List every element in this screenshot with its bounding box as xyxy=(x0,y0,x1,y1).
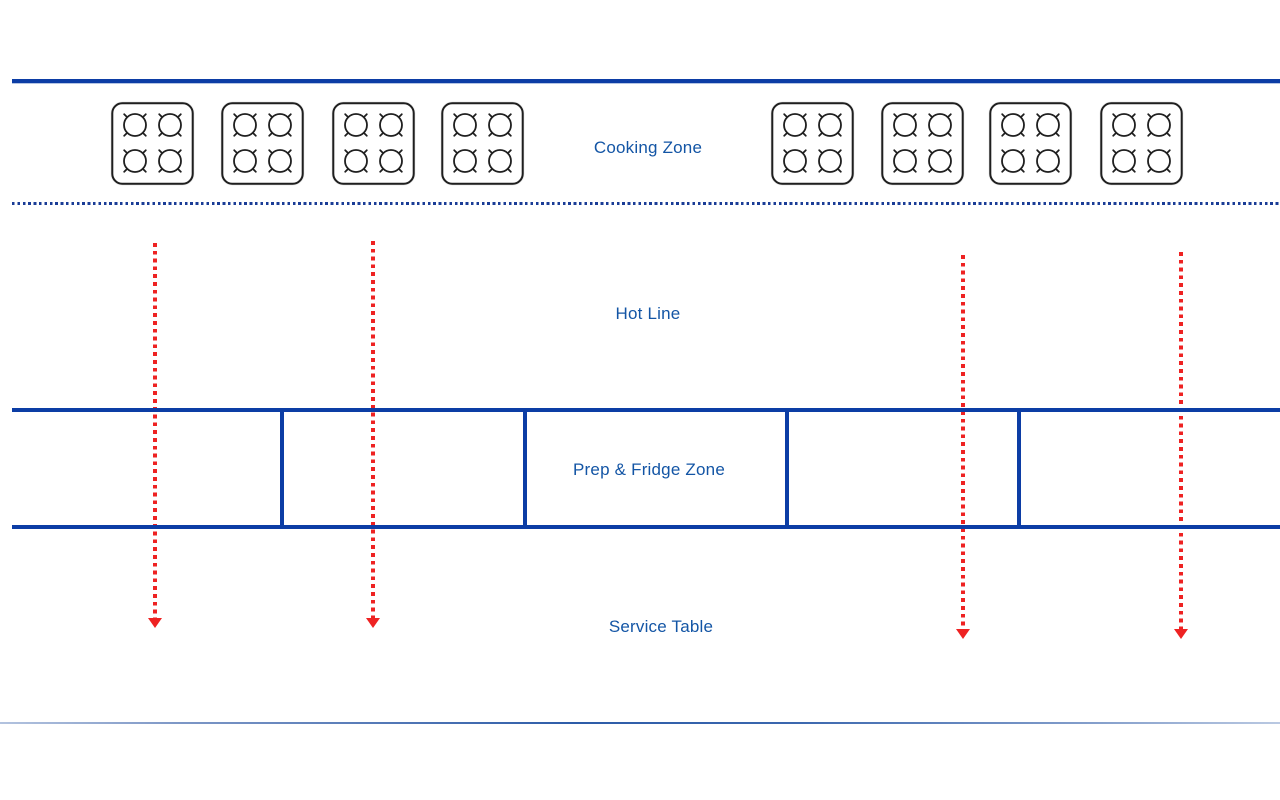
cooking-zone-label: Cooking Zone xyxy=(593,138,703,157)
stove-icon xyxy=(221,102,304,190)
hot-line-label: Hot Line xyxy=(615,304,681,323)
stove-icon xyxy=(1100,102,1183,190)
stove-icon xyxy=(771,102,854,190)
stove-icon xyxy=(441,102,524,190)
prep-zone-divider xyxy=(785,408,789,529)
floor-edge-line xyxy=(0,722,1280,724)
service-table-label: Service Table xyxy=(608,617,714,636)
cooking-zone-boundary-dotted-line xyxy=(12,202,1280,205)
prep-fridge-zone-label: Prep & Fridge Zone xyxy=(573,460,725,479)
arrow-head-icon xyxy=(366,618,380,628)
stove-icon xyxy=(881,102,964,190)
prep-zone-divider xyxy=(1017,408,1021,529)
cooking-zone-wall-line xyxy=(12,79,1280,83)
stove-icon xyxy=(989,102,1072,190)
stove-icon xyxy=(332,102,415,190)
prep-zone-divider xyxy=(523,408,527,529)
flow-arrow xyxy=(1174,252,1188,639)
flow-arrow xyxy=(956,255,970,639)
arrow-head-icon xyxy=(148,618,162,628)
arrow-head-icon xyxy=(1174,629,1188,639)
prep-zone-divider xyxy=(280,408,284,529)
flow-arrow xyxy=(148,243,162,628)
stove-icon xyxy=(111,102,194,190)
prep-zone-bottom-line xyxy=(12,525,1280,529)
arrow-head-icon xyxy=(956,629,970,639)
prep-zone-top-line xyxy=(12,408,1280,412)
flow-arrow xyxy=(366,241,380,628)
